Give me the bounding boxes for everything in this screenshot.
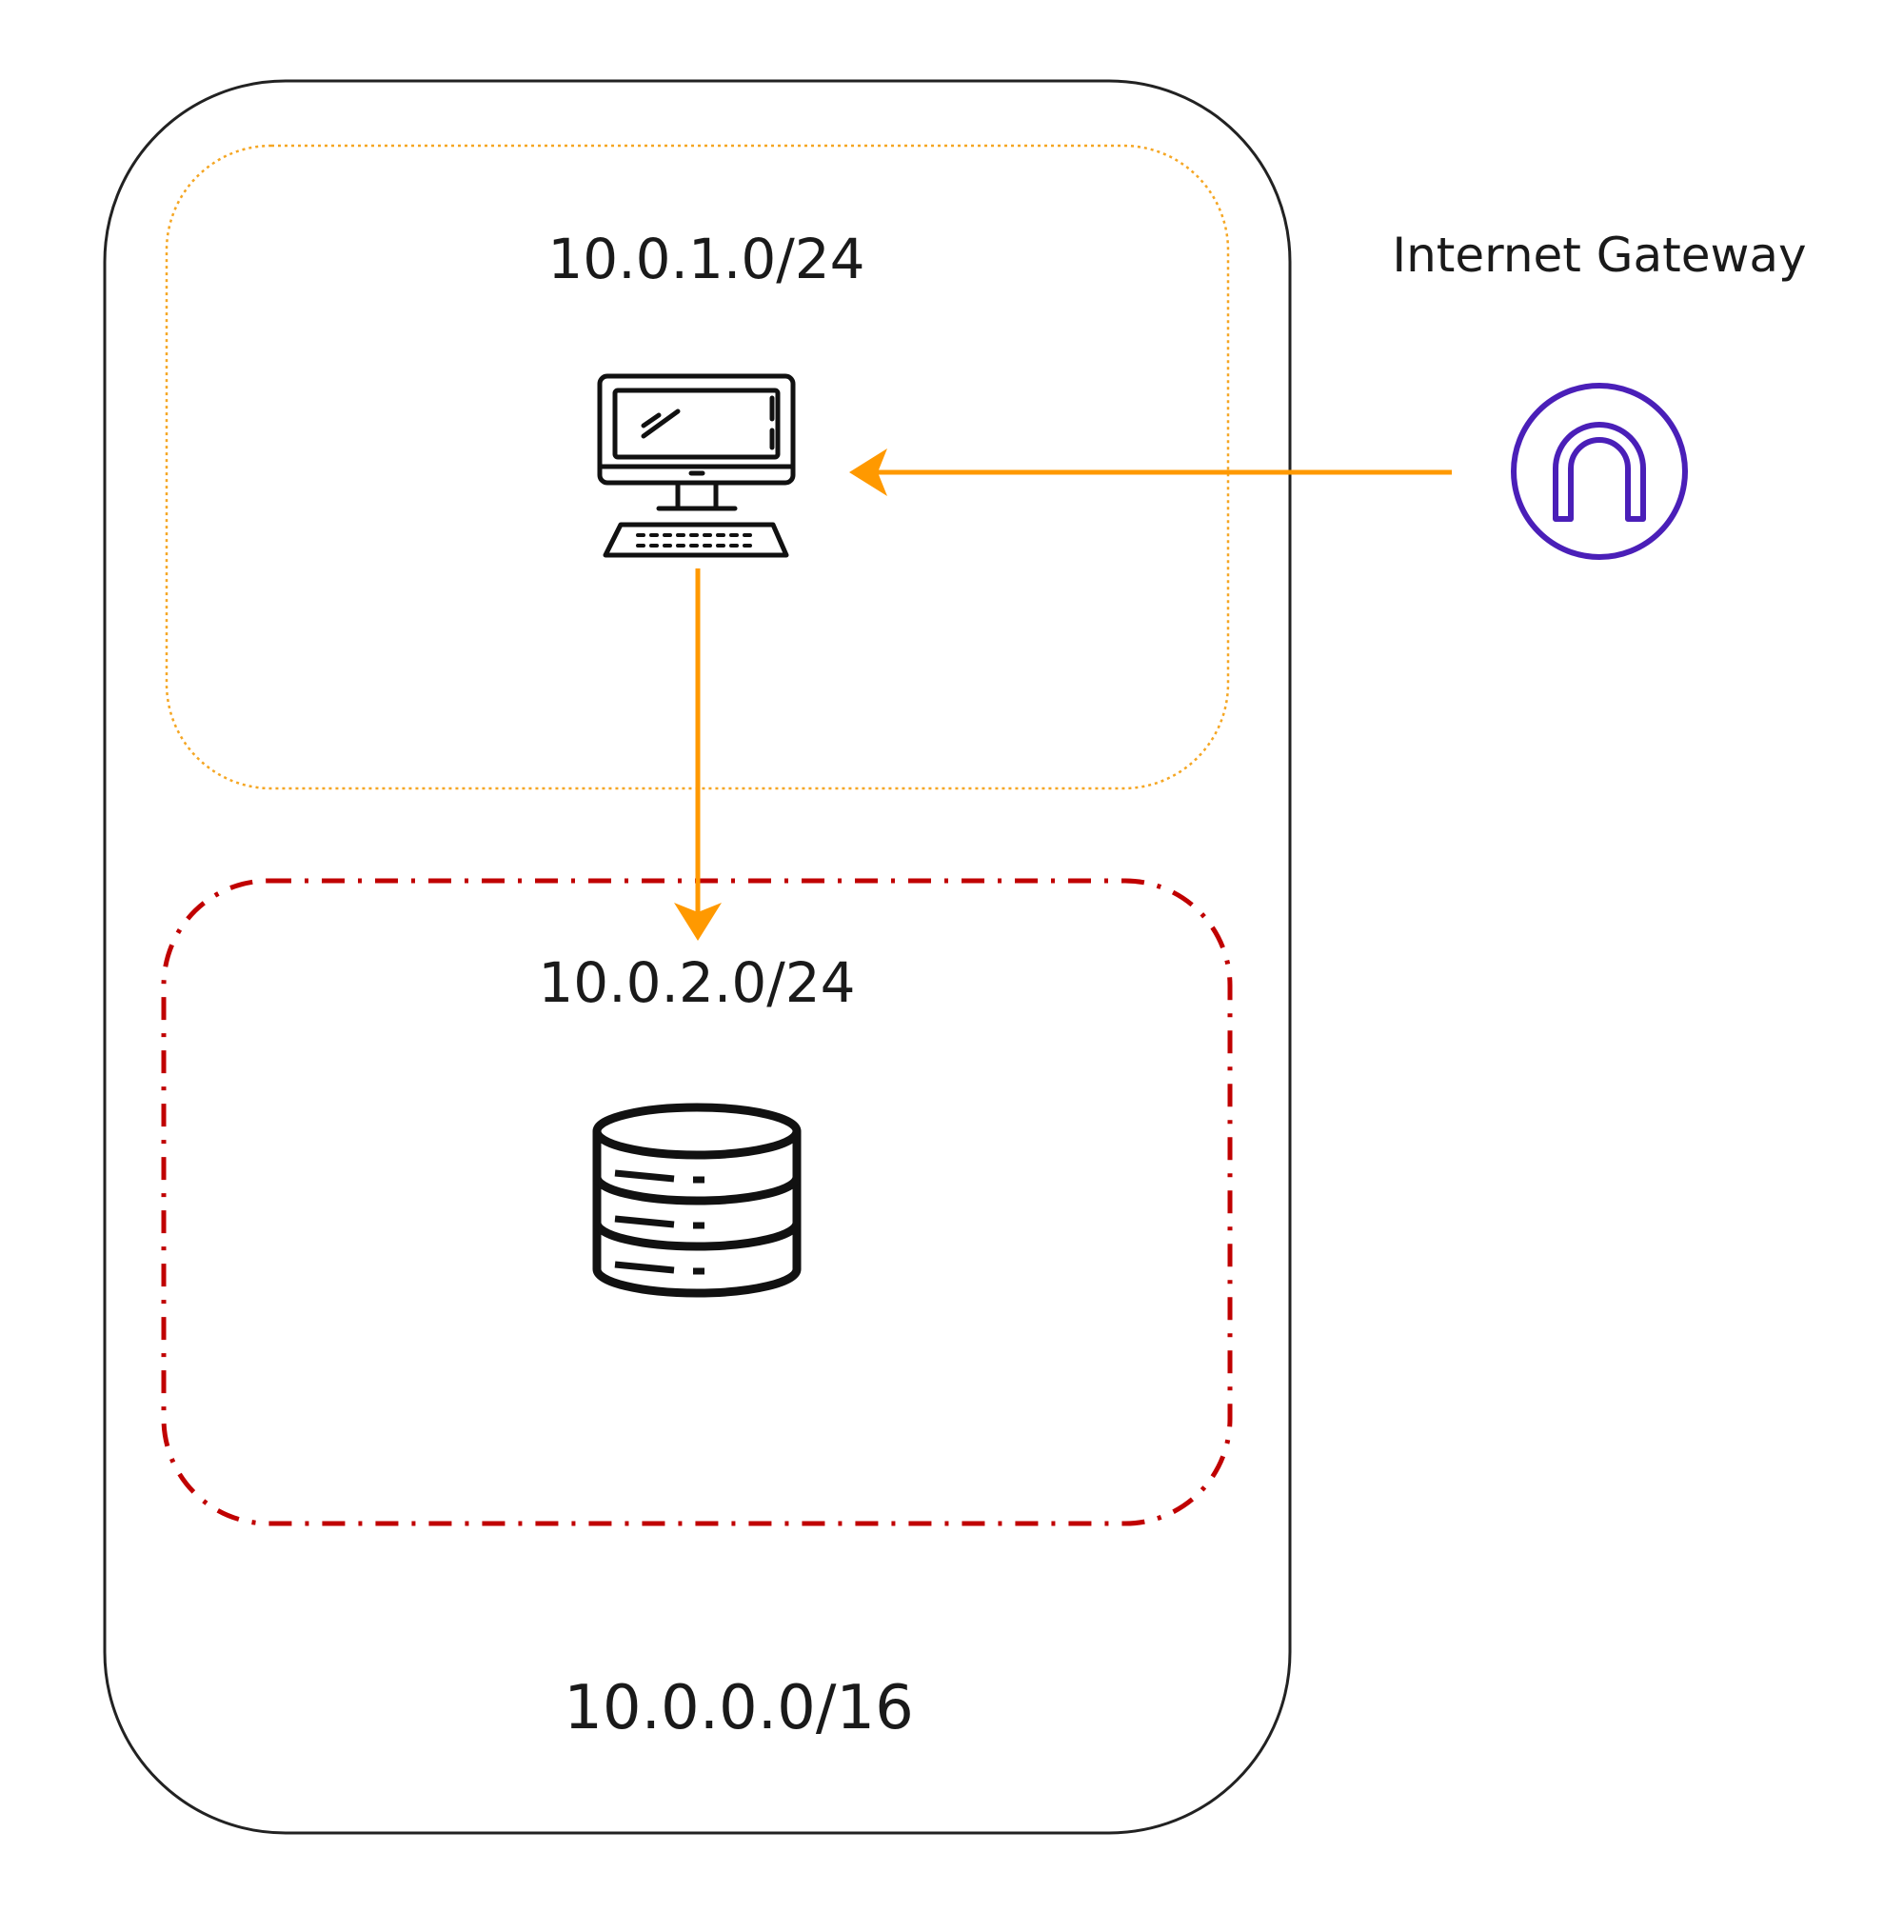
vpc-container bbox=[103, 79, 1292, 1835]
vpc-cidr-label: 10.0.0.0/16 bbox=[564, 1673, 914, 1743]
internet-gateway-label: Internet Gateway bbox=[1392, 228, 1806, 283]
private-subnet-cidr-label: 10.0.2.0/24 bbox=[538, 950, 855, 1015]
public-subnet-cidr-label: 10.0.1.0/24 bbox=[547, 227, 864, 291]
internet-gateway-icon bbox=[1511, 383, 1688, 560]
desktop-computer-icon bbox=[597, 373, 796, 558]
database-icon bbox=[592, 1103, 802, 1298]
